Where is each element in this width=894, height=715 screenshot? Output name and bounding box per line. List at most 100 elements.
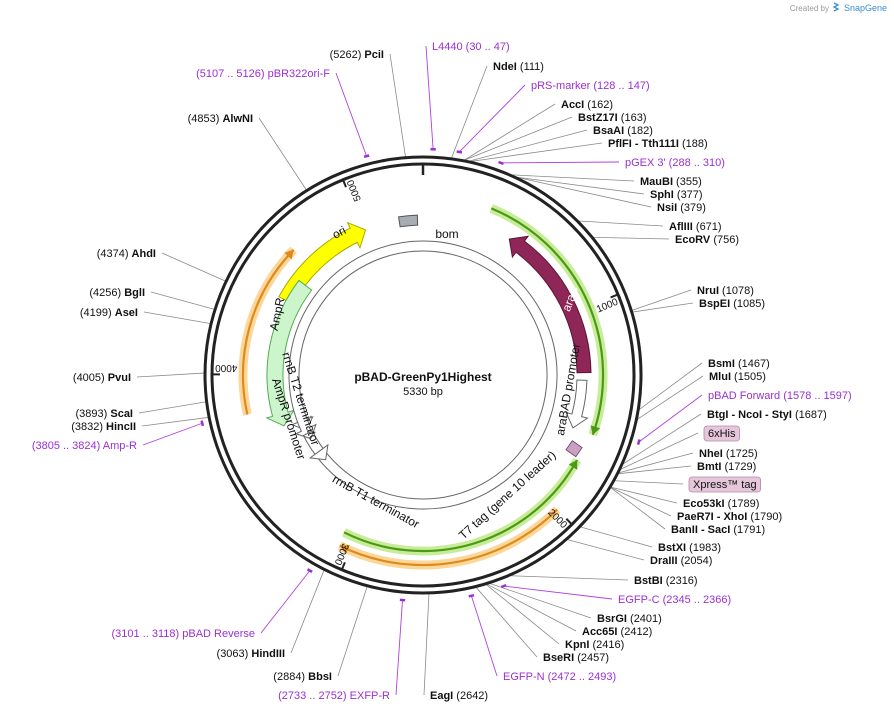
label-name: Amp-R <box>103 440 137 452</box>
label-position: (2642) <box>453 690 488 702</box>
label-name: DraIII <box>650 555 678 567</box>
feature-box-label: 6xHis <box>703 425 740 442</box>
label-name: EcoRV <box>675 234 711 246</box>
label-position: (2316) <box>663 575 698 587</box>
orange-left-arrowhead <box>284 249 294 260</box>
credit-text: Created by <box>790 4 829 13</box>
site-label: BmtI (1729) <box>697 461 756 473</box>
label-position: (1729) <box>721 461 756 473</box>
site-label: (4199) AseI <box>80 307 138 319</box>
site-label: BseRI (2457) <box>543 652 609 664</box>
features <box>265 214 592 510</box>
site-label: DraIII (2054) <box>650 555 712 567</box>
site-label: BstXI (1983) <box>658 542 721 554</box>
tick-mark <box>610 293 619 299</box>
label-name: pRS-marker <box>531 80 591 92</box>
label-name: BsmI <box>708 358 735 370</box>
ampr-label: AmpR <box>267 296 288 332</box>
leader-line <box>517 177 652 208</box>
rrnB-T1-terminator-feature <box>308 443 329 461</box>
leader-line <box>632 289 692 311</box>
leader-line <box>489 583 592 619</box>
label-name: BanII - SacI <box>671 524 730 536</box>
tick-label: 5000 <box>345 178 364 203</box>
site-label: AflIII (671) <box>669 221 722 233</box>
label-name: NruI <box>697 285 719 297</box>
site-label: Acc65I (2412) <box>582 626 652 638</box>
site-label: SphI (377) <box>650 189 703 201</box>
label-name: MluI <box>709 371 731 383</box>
araBAD-promoter-feature <box>565 379 589 429</box>
label-name: PflFI - Tth111I <box>608 138 679 150</box>
site-label: (5262) PciI <box>330 49 384 61</box>
leader-line <box>150 291 215 310</box>
label-position: (1789) <box>725 498 760 510</box>
leader-line <box>143 311 211 324</box>
leader-line <box>475 587 538 658</box>
leader-line <box>567 539 645 561</box>
label-name: BspEI <box>699 298 730 310</box>
tick-mark <box>342 179 347 188</box>
feature-box-text: 6xHis <box>708 428 736 440</box>
primer-mark <box>498 160 504 166</box>
leader-line <box>337 586 368 677</box>
leader-line <box>142 422 203 446</box>
leader-line <box>258 117 307 190</box>
label-name: NsiI <box>657 202 677 214</box>
green-orf-bottom-arrowhead <box>568 459 578 470</box>
site-label: (3832) HincII <box>71 421 136 433</box>
label-position: (1791) <box>730 524 765 536</box>
label-name: BbsI <box>308 671 332 683</box>
primer-label: pRS-marker (128 .. 147) <box>531 80 650 92</box>
primer-mark <box>456 150 463 154</box>
leader-line <box>464 103 556 161</box>
leader-line <box>614 480 684 485</box>
label-position: (30 .. 47) <box>463 41 510 53</box>
leader-line <box>501 161 620 164</box>
leader-line <box>487 583 577 632</box>
label-name: KpnI <box>565 639 589 651</box>
site-label: NruI (1078) <box>697 285 754 297</box>
label-name: BsaAI <box>593 125 624 137</box>
label-position: (162) <box>584 99 613 111</box>
label-name: BstBI <box>634 575 663 587</box>
feature-box-label: Xpress™ tag <box>688 476 761 493</box>
leader-line <box>639 362 703 410</box>
label-position: (4005) <box>73 372 108 384</box>
leader-line <box>425 45 434 150</box>
label-name: pBAD Reverse <box>182 628 255 640</box>
leader-line <box>618 465 692 475</box>
label-position: (4199) <box>80 307 115 319</box>
label-name: pBAD Forward <box>708 390 780 402</box>
label-position: (756) <box>710 234 739 246</box>
primer-label: (3101 .. 3118) pBAD Reverse <box>112 628 256 640</box>
orange-left <box>241 249 295 415</box>
label-name: EGFP-C <box>618 594 660 606</box>
leader-line <box>638 394 703 443</box>
plasmid-name: pBAD-GreenPy1Highest <box>354 370 491 384</box>
feature-box <box>703 425 740 442</box>
label-leader-lines <box>136 45 704 696</box>
label-name: ScaI <box>110 408 133 420</box>
site-label: (3893) ScaI <box>76 408 134 420</box>
label-name: PvuI <box>108 372 131 384</box>
label-position: (2472 .. 2493) <box>545 671 617 683</box>
leader-line <box>610 487 672 517</box>
site-label: MluI (1505) <box>709 371 766 383</box>
label-position: (4256) <box>89 287 124 299</box>
label-name: AlwNI <box>222 113 253 125</box>
label-name: Acc65I <box>582 626 617 638</box>
leader-line <box>610 487 666 530</box>
label-position: (1790) <box>747 511 782 523</box>
site-label: PflFI - Tth111I (188) <box>608 138 708 150</box>
label-name: BstZ17I <box>578 112 618 124</box>
site-label: EcoRV (756) <box>675 234 739 246</box>
site-label: NdeI (111) <box>493 61 544 73</box>
site-label: MauBI (355) <box>640 176 702 188</box>
leader-line <box>260 570 311 634</box>
label-name: AhdI <box>132 248 156 260</box>
credit-brand: SnapGene <box>844 3 887 13</box>
site-label: (2884) BbsI <box>273 671 332 683</box>
tick-label: 3000 <box>332 542 351 567</box>
